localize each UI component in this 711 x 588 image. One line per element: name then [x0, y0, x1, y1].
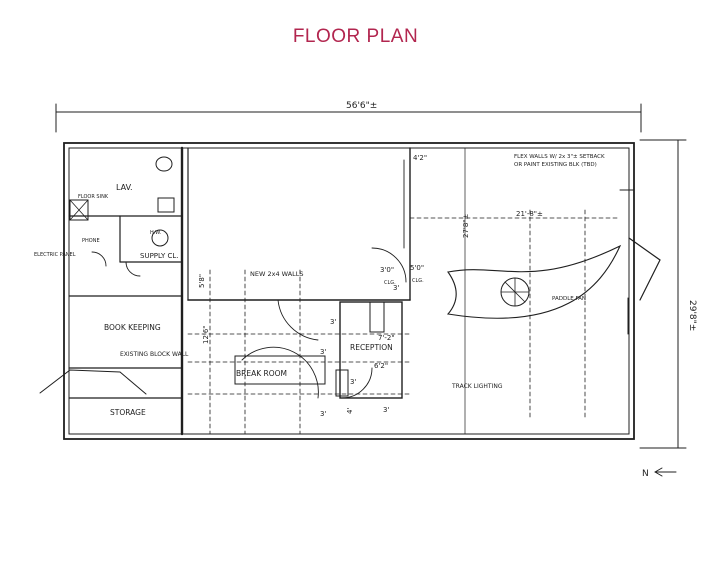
note-floor-sink: FLOOR SINK — [78, 194, 109, 200]
note-paddle-fan: PADDLE FAN — [552, 296, 586, 302]
dim-label: 7'-2" — [378, 334, 395, 342]
exterior-wall-inner — [68, 147, 630, 435]
overall-width-dim: 56'6"± — [346, 101, 377, 111]
room-label-reception: RECEPTION — [350, 343, 393, 352]
exterior-wall-outer — [63, 142, 635, 440]
note-clg: CLG. — [412, 278, 424, 284]
floor-sink-fixture — [69, 199, 89, 221]
note-clg: CLG. — [384, 280, 396, 286]
break-room-counter — [234, 355, 326, 385]
paddle-fan-blade — [504, 281, 526, 303]
note-electric-panel: ELECTRIC PANEL — [34, 252, 76, 258]
lav-sink-fixture — [157, 197, 175, 213]
dim-label: 5'0" — [410, 264, 424, 272]
dim-label: 3' — [320, 410, 326, 418]
note-track-lighting: TRACK LIGHTING — [451, 383, 503, 390]
dim-label: 3' — [383, 406, 389, 414]
note-existing-wall: EXISTING BLOCK WALL — [120, 351, 189, 358]
page-title: FLOOR PLAN — [292, 26, 419, 47]
dim-label: 27'8"± — [462, 213, 470, 238]
north-arrow — [654, 467, 663, 477]
existing-opening — [39, 369, 147, 395]
ceiling-grid — [187, 209, 621, 435]
dim-label: 12'6" — [202, 325, 210, 344]
door-swing — [277, 299, 319, 341]
note-new-wall: NEW 2x4 WALLS — [250, 270, 304, 278]
dim-label: 21'-8"± — [516, 210, 543, 218]
entry-door — [628, 237, 661, 301]
dim-label: 3'0" — [380, 266, 394, 274]
dim-label: 3' — [320, 348, 326, 356]
dim-label: 3' — [393, 284, 399, 292]
dim-label: 5'8" — [198, 274, 206, 288]
dim-label: 3' — [350, 378, 356, 386]
room-label-supply: SUPPLY CL. — [140, 252, 179, 260]
track-lighting — [446, 244, 622, 319]
north-label: N — [642, 469, 649, 479]
door-swing — [125, 261, 141, 277]
water-heater-fixture — [151, 229, 169, 247]
note-flex-walls: FLEX WALLS W/ 2x 3"± SETBACK — [514, 154, 605, 160]
door-swing — [91, 251, 107, 267]
note-hw: H.W. — [150, 230, 162, 236]
reception-post — [335, 369, 349, 397]
dim-label: 4' — [346, 408, 354, 414]
toilet-fixture — [155, 156, 173, 172]
door-swing — [371, 247, 407, 283]
room-label-storage: STORAGE — [110, 408, 146, 417]
note-flex-walls: OR PAINT EXISTING BLK (TBD) — [514, 162, 597, 168]
floor-sink-fixture — [69, 199, 89, 221]
note-phone: PHONE — [82, 238, 100, 244]
reception-counter — [369, 301, 385, 333]
door-swing — [341, 367, 373, 399]
overall-depth-dim: 29'8"± — [687, 300, 697, 331]
dim-label: 6'2" — [374, 362, 388, 370]
room-label-break-room: BREAK ROOM — [236, 369, 287, 378]
dim-label: 4'2" — [413, 154, 427, 162]
room-label-lav: LAV. — [116, 183, 133, 192]
door-swing — [241, 346, 319, 399]
room-label-bookkeeping: BOOK KEEPING — [104, 323, 161, 332]
dim-label: 3' — [330, 318, 336, 326]
